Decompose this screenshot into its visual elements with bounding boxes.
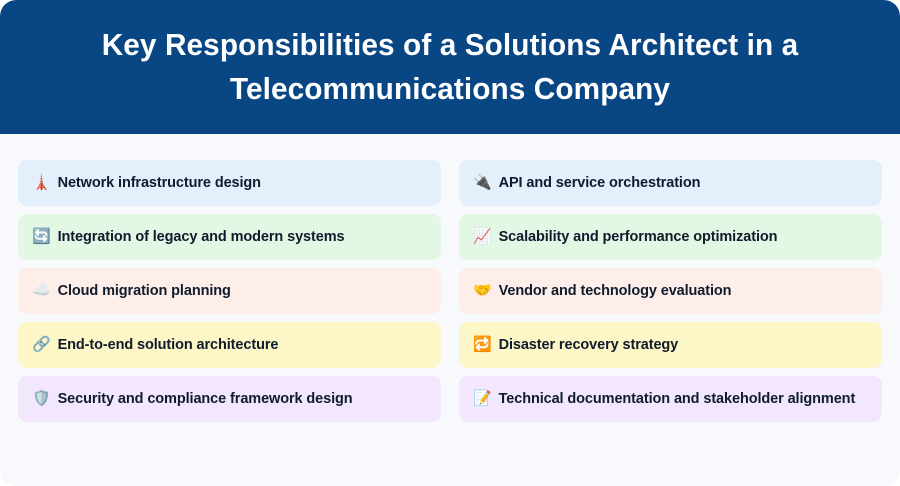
card-label: Disaster recovery strategy (498, 337, 679, 354)
header-banner: Key Responsibilities of a Solutions Arch… (0, 0, 900, 134)
card-text: 📈 Scalability and performance optimizatio… (473, 226, 868, 248)
shield-icon: 🛡️ (32, 389, 51, 408)
responsibility-card[interactable]: 🔌 API and service orchestration (459, 160, 882, 207)
cloud-icon: ☁️ (32, 281, 51, 300)
card-text: 🛡️ Security and compliance framework desi… (32, 388, 427, 410)
card-text: 📝 Technical documentation and stakeholder… (473, 388, 868, 410)
link-icon: 🔗 (32, 335, 51, 354)
responsibility-card[interactable]: 🔗 End-to-end solution architecture (18, 322, 441, 369)
card-text: 🔗 End-to-end solution architecture (32, 334, 427, 356)
responsibility-card[interactable]: 🛡️ Security and compliance framework desi… (18, 376, 441, 423)
card-label: End-to-end solution architecture (57, 337, 279, 354)
card-label: Scalability and performance optimization (498, 229, 778, 246)
responsibility-card[interactable]: 🔄 Integration of legacy and modern system… (18, 214, 441, 261)
responsibility-card[interactable]: ☁️ Cloud migration planning (18, 268, 441, 315)
card-label: Cloud migration planning (57, 283, 231, 300)
card-text: 🗼 Network infrastructure design (32, 172, 427, 194)
responsibility-card[interactable]: 📈 Scalability and performance optimizatio… (459, 214, 882, 261)
card-label: Integration of legacy and modern systems (57, 229, 345, 246)
plug-icon: 🔌 (473, 173, 492, 191)
repeat-arrows-icon: 🔁 (473, 335, 492, 354)
card-text: ☁️ Cloud migration planning (32, 280, 427, 302)
right-column: 🔌 API and service orchestration 📈 Scalabil… (459, 160, 882, 423)
responsibility-card[interactable]: 🤝 Vendor and technology evaluation (459, 268, 882, 315)
page-title: Key Responsibilities of a Solutions Arch… (101, 26, 799, 106)
card-label: Vendor and technology evaluation (498, 283, 732, 300)
chart-increasing-icon: 📈 (473, 227, 492, 246)
responsibility-card[interactable]: 🔁 Disaster recovery strategy (459, 322, 882, 369)
card-text: 🔌 API and service orchestration (473, 172, 868, 194)
card-text: 🤝 Vendor and technology evaluation (473, 280, 868, 302)
sync-arrows-icon: 🔄 (32, 227, 51, 246)
cards-area: 🗼 Network infrastructure design 🔄 Integrat… (0, 134, 900, 486)
left-column: 🗼 Network infrastructure design 🔄 Integrat… (18, 160, 441, 423)
responsibility-card[interactable]: 🗼 Network infrastructure design (18, 160, 441, 207)
responsibility-card[interactable]: 📝 Technical documentation and stakeholder… (459, 376, 882, 423)
tower-icon: 🗼 (32, 173, 51, 191)
card-text: 🔄 Integration of legacy and modern system… (32, 226, 427, 248)
card-label: Network infrastructure design (57, 175, 261, 191)
handshake-icon: 🤝 (473, 281, 492, 300)
card-text: 🔁 Disaster recovery strategy (473, 334, 868, 356)
card-label: API and service orchestration (498, 175, 701, 191)
card-label: Technical documentation and stakeholder … (498, 391, 856, 408)
memo-icon: 📝 (473, 389, 492, 408)
card-label: Security and compliance framework design (57, 391, 353, 408)
